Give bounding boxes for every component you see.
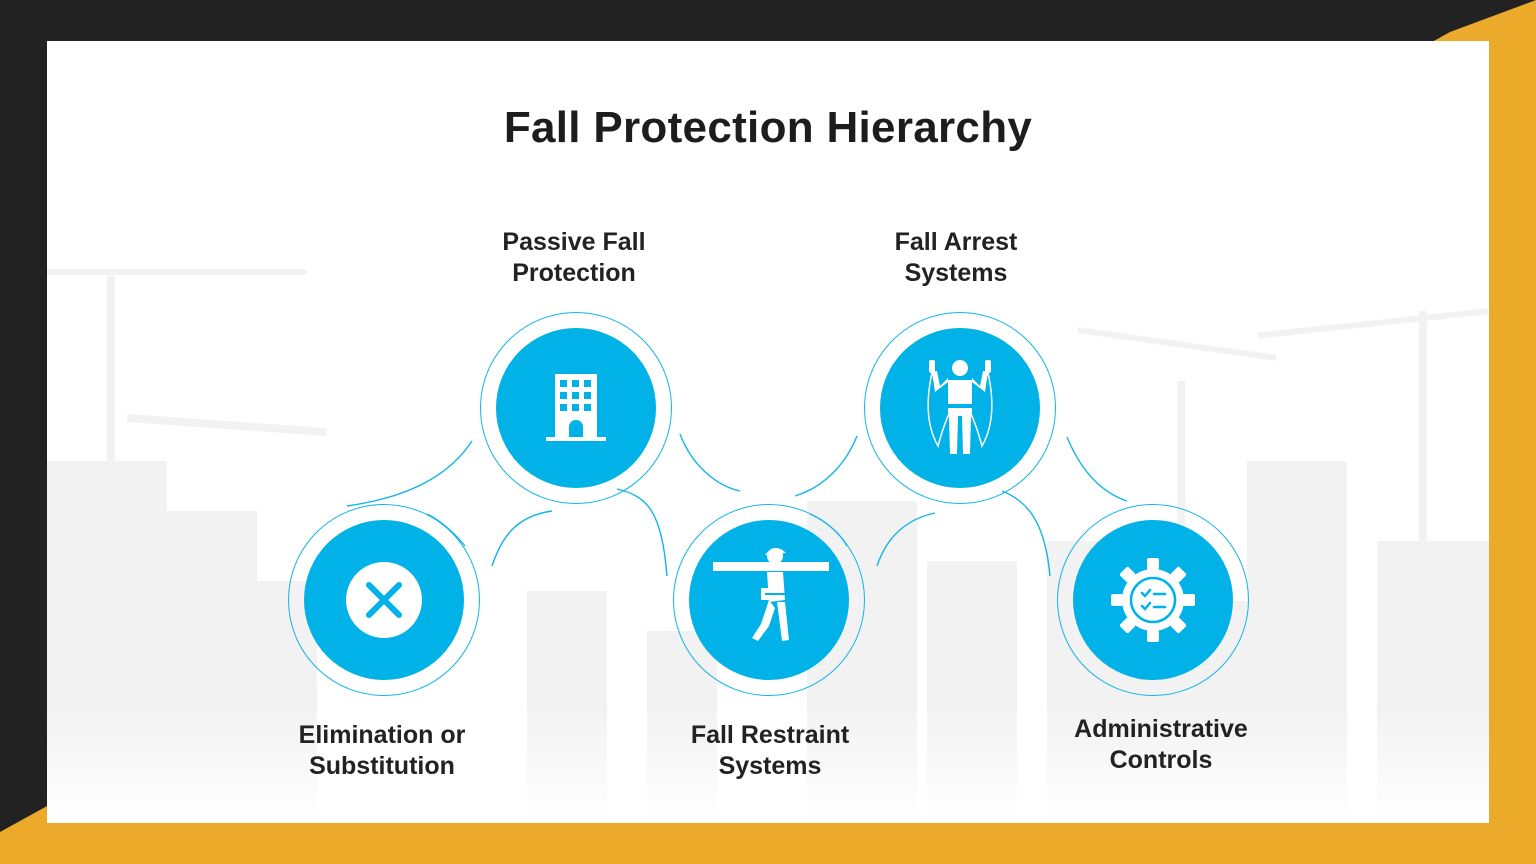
step-restraint <box>673 504 865 696</box>
step-label-passive: Passive Fall Protection <box>454 227 694 289</box>
step-arrest <box>864 312 1056 504</box>
label-line: Protection <box>512 259 636 287</box>
gear-checklist-icon <box>1111 558 1195 642</box>
step-disc <box>880 328 1040 488</box>
label-line: Fall Arrest <box>894 228 1018 256</box>
step-administrative <box>1057 504 1249 696</box>
step-passive <box>480 312 672 504</box>
step-elimination <box>288 504 480 696</box>
building-icon <box>546 374 606 441</box>
harness-worker-icon <box>927 360 993 454</box>
step-label-elimination: Elimination or Substitution <box>262 720 502 782</box>
label-line: Passive Fall <box>502 228 646 256</box>
step-disc <box>496 328 656 488</box>
slide-card: Fall Protection Hierarchy Elimination o <box>47 41 1489 823</box>
step-ring <box>864 312 1056 504</box>
step-disc <box>1073 520 1233 680</box>
step-label-administrative: Administrative Controls <box>1041 714 1281 776</box>
step-label-arrest: Fall Arrest Systems <box>836 227 1076 289</box>
worker-carrying-beam-icon <box>713 547 829 641</box>
step-disc <box>304 520 464 680</box>
page-title: Fall Protection Hierarchy <box>503 103 1033 152</box>
step-disc <box>689 520 849 680</box>
label-line: Elimination or <box>298 721 466 749</box>
label-line: Fall Restraint <box>690 721 850 749</box>
step-ring <box>480 312 672 504</box>
step-ring <box>673 504 865 696</box>
step-ring <box>288 504 480 696</box>
label-line: Controls <box>1109 746 1213 774</box>
step-label-restraint: Fall Restraint Systems <box>650 720 890 782</box>
label-line: Administrative <box>1074 715 1248 743</box>
connector-lines <box>346 433 1128 577</box>
label-line: Systems <box>718 752 822 780</box>
label-line: Substitution <box>309 752 455 780</box>
x-circle-icon <box>346 562 422 638</box>
label-line: Systems <box>904 259 1008 287</box>
step-ring <box>1057 504 1249 696</box>
